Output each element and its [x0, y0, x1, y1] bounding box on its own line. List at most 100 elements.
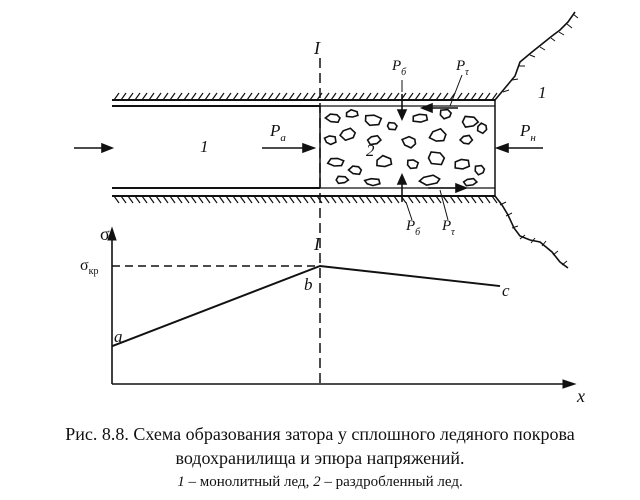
hatch-mark	[246, 195, 253, 204]
ice-floe	[324, 113, 341, 124]
hatch-mark	[470, 92, 477, 101]
hatch-mark	[344, 195, 351, 204]
hatch-mark	[169, 92, 176, 101]
zone-label-monolith: 1	[200, 137, 209, 156]
hatch-mark	[176, 92, 183, 101]
hatch-mark	[407, 195, 414, 204]
hatch-mark	[386, 195, 393, 204]
pt-top-arrow-head	[419, 102, 433, 114]
ice-floe	[363, 177, 381, 187]
hatch-mark	[134, 92, 141, 101]
hatch-mark	[484, 92, 491, 101]
reservoir-upper-shore	[494, 11, 576, 101]
hatch-mark	[302, 195, 309, 204]
hatch-mark	[288, 195, 295, 204]
hatch-mark	[393, 195, 400, 204]
section-label-top: I	[313, 38, 321, 58]
force-arrows	[74, 74, 543, 221]
hatch-mark	[183, 92, 190, 101]
hatch-mark	[421, 195, 428, 204]
hatch-mark	[351, 92, 358, 101]
hatch-mark	[442, 195, 449, 204]
ice-jam-diagram: I 1 2 1 Pa Pн Pб Pτ Pб Pτ σ σкр I x a b …	[74, 11, 585, 406]
hatch-mark	[253, 195, 260, 204]
hatch-mark	[260, 92, 267, 101]
hatch-mark	[211, 195, 218, 204]
hatch-mark	[120, 195, 127, 204]
hatch-mark	[162, 195, 169, 204]
hatch-mark	[421, 92, 428, 101]
hatch-mark	[246, 92, 253, 101]
hatch-mark	[295, 195, 302, 204]
hatch-mark	[379, 92, 386, 101]
sigma-axis-label: σ	[100, 224, 110, 244]
x-axis-label: x	[576, 386, 585, 406]
hatch-mark	[141, 92, 148, 101]
ice-floe	[345, 108, 359, 118]
hatch-mark	[288, 92, 295, 101]
hatch-mark	[169, 195, 176, 204]
hatch-mark	[414, 195, 421, 204]
hatch-mark	[120, 92, 127, 101]
label-pa: Pa	[269, 121, 286, 144]
ice-floe	[428, 127, 447, 142]
section-label-bottom: I	[313, 234, 321, 254]
zone-label-broken: 2	[366, 141, 375, 160]
ice-floe	[461, 115, 480, 128]
label-pt-top: Pτ	[455, 58, 469, 78]
bottom-bank-hatching	[113, 195, 498, 204]
ice-floe	[406, 159, 420, 170]
legend-text-1: – монолитный лед,	[184, 474, 314, 490]
ice-floe	[427, 151, 446, 166]
zone-label-reservoir: 1	[538, 83, 547, 102]
hatch-mark	[456, 195, 463, 204]
hatch-mark	[372, 92, 379, 101]
hatch-mark	[204, 195, 211, 204]
hatch-mark	[197, 92, 204, 101]
hatch-mark	[239, 195, 246, 204]
hatch-mark	[463, 92, 470, 101]
hatch-mark	[148, 92, 155, 101]
hatch-mark	[281, 195, 288, 204]
hatch-mark	[379, 195, 386, 204]
hatch-mark	[274, 195, 281, 204]
hatch-mark	[491, 195, 498, 204]
ice-floe	[347, 165, 363, 176]
hatch-mark	[330, 195, 337, 204]
stress-line	[111, 264, 501, 348]
hatch-mark	[253, 92, 260, 101]
label-pt-bottom: Pτ	[441, 218, 455, 238]
pt-bottom-leader	[439, 189, 449, 221]
hatch-mark	[386, 92, 393, 101]
hatch-mark	[372, 195, 379, 204]
hatch-mark	[309, 92, 316, 101]
hatch-mark	[435, 195, 442, 204]
hatch-mark	[302, 92, 309, 101]
hatch-mark	[470, 195, 477, 204]
hatch-mark	[337, 195, 344, 204]
ice-floe	[454, 158, 471, 170]
point-label-a: a	[114, 327, 123, 346]
ice-floe	[326, 157, 345, 167]
ice-floe	[339, 127, 357, 142]
legend-num-2: 2	[313, 474, 321, 490]
hatch-mark	[218, 195, 225, 204]
pt-bottom-arrow-head	[455, 182, 469, 194]
ice-floe	[401, 135, 417, 149]
label-pb-bottom: Pб	[405, 218, 421, 238]
ice-floe	[476, 122, 488, 135]
hatch-mark	[428, 195, 435, 204]
caption-line-1: Рис. 8.8. Схема образования затора у спл…	[65, 424, 575, 444]
hatch-mark	[295, 92, 302, 101]
point-label-b: b	[304, 275, 313, 294]
hatch-mark	[232, 92, 239, 101]
hatch-mark	[232, 195, 239, 204]
pt-top-leader	[449, 74, 463, 107]
pb-bottom-arrow-head	[396, 173, 408, 185]
hatch-mark	[225, 92, 232, 101]
ice-floe	[412, 113, 429, 123]
hatch-mark	[337, 92, 344, 101]
hatch-mark	[323, 92, 330, 101]
ice-floe	[323, 135, 337, 146]
reservoir-upper-shore-hatch	[502, 13, 579, 93]
